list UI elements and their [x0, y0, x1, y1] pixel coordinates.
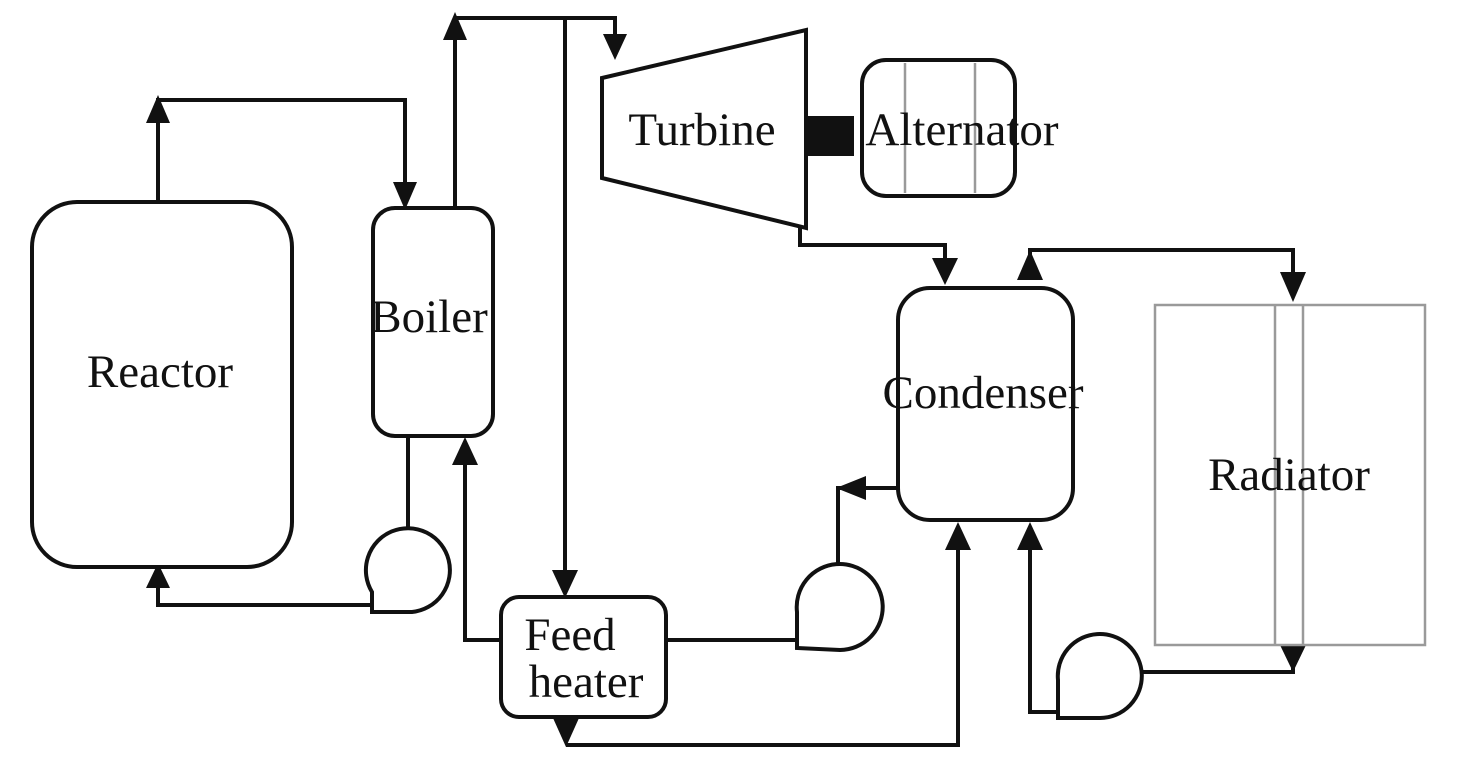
arrow-down-feed-heater-drain [553, 718, 579, 747]
turbine-body [600, 27, 808, 231]
arrow-down-radiator-outlet [1280, 645, 1306, 672]
reactor-vessel [30, 200, 294, 569]
arrow-up-condenser-drain-inlet [945, 522, 971, 550]
alternator-label: Alternator [865, 104, 1058, 156]
pipe-steam-header [455, 16, 617, 47]
pipe-condenser-to-radiator [1028, 248, 1295, 282]
feed-heater-vessel [499, 595, 668, 719]
primary-pump-icon [363, 526, 452, 614]
arrow-up-reactor-return [146, 563, 170, 588]
arrow-down-turbine-inlet [603, 34, 627, 60]
pipe-feed-heater-to-boiler [463, 455, 500, 642]
arrow-down-condenser-inlet [932, 258, 958, 285]
pipe-feed-heater-drain [566, 545, 960, 747]
pipe-turbine-exhaust [798, 228, 947, 270]
pipe-radiator-pump-to-condenser [1028, 545, 1060, 714]
condensate-pump-icon [794, 562, 885, 653]
alternator-body [860, 58, 1017, 198]
condenser-vessel [896, 286, 1075, 522]
arrow-down-boiler-inlet [393, 182, 417, 210]
arrow-up-condenser-radiator-return [1017, 522, 1043, 550]
arrow-down-radiator-inlet [1280, 272, 1306, 302]
arrow-up-reactor-outlet [146, 95, 170, 123]
radiator-pump-icon [1055, 632, 1144, 720]
pipe-reactor-to-boiler [156, 98, 407, 203]
arrow-down-feed-heater-steam [552, 570, 578, 598]
condenser-label: Condenser [882, 367, 1083, 419]
turbine-label: Turbine [628, 104, 775, 156]
pipe-radiator-return [1140, 658, 1295, 674]
feed-heater-label-line2: heater [529, 656, 644, 708]
shaft-coupling [806, 116, 854, 156]
arrow-into-condenser-side [836, 476, 866, 500]
boiler-vessel [371, 206, 495, 438]
arrow-up-boiler-feed [452, 437, 478, 465]
reactor-label: Reactor [87, 346, 233, 398]
radiator-label: Radiator [1208, 449, 1370, 501]
radiator-panel [1153, 303, 1427, 647]
pipe-primary-return [156, 575, 372, 607]
feed-heater-label-line1: Feed [524, 609, 615, 661]
arrow-up-condenser-outlet [1017, 250, 1043, 280]
boiler-label: Boiler [370, 291, 488, 343]
arrow-up-boiler-steam [443, 12, 467, 40]
